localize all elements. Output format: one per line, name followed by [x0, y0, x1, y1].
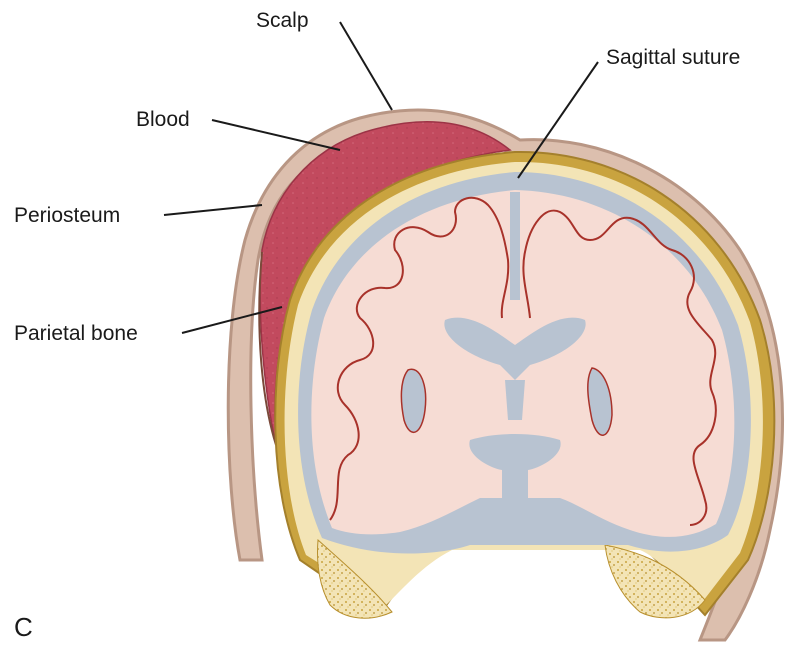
third-ventricle: [505, 380, 525, 420]
label-scalp: Scalp: [256, 10, 309, 31]
periosteum-leader-line: [164, 205, 262, 215]
panel-letter: C: [14, 614, 33, 640]
label-blood: Blood: [136, 109, 190, 130]
label-sagittal-suture: Sagittal suture: [606, 47, 740, 68]
label-periosteum: Periosteum: [14, 205, 120, 226]
label-parietal-bone: Parietal bone: [14, 323, 138, 344]
left-insula-sulcus: [401, 369, 425, 432]
scalp-leader-line: [340, 22, 392, 110]
